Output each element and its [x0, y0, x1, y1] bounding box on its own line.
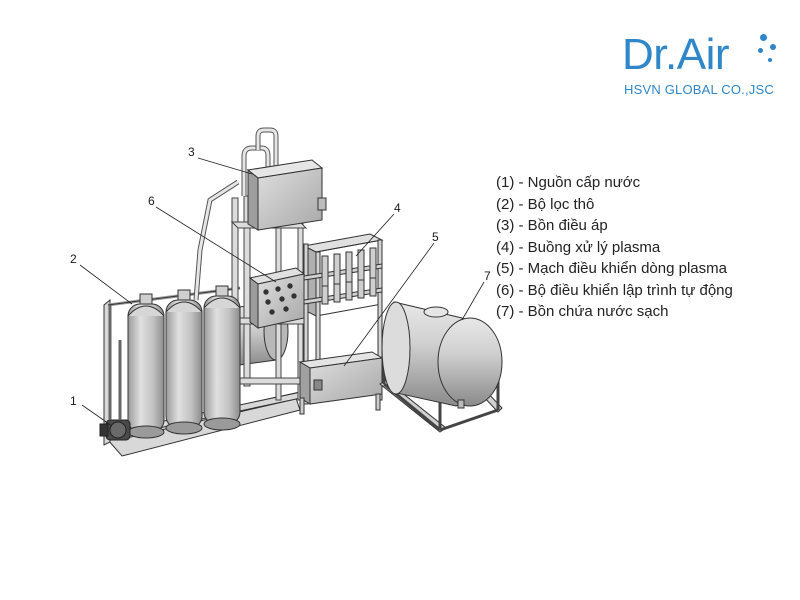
filter-columns [127, 285, 241, 439]
callout-1: 1 [70, 394, 77, 408]
legend-item: (3) - Bồn điều áp [496, 217, 608, 234]
circuit-box [298, 351, 384, 415]
brand-logo: Dr.Air HSVN GLOBAL CO.,JSC [622, 30, 782, 110]
feed-piping [108, 305, 122, 420]
callout-5: 5 [432, 230, 439, 244]
logo-dot [760, 34, 767, 41]
component-legend: (1) - Nguồn cấp nước (2) - Bộ lọc thô (3… [496, 172, 733, 323]
brand-title: Dr.Air [622, 30, 730, 79]
legend-item: (7) - Bồn chứa nước sạch [496, 303, 669, 320]
logo-dot [758, 48, 763, 53]
callout-numbers: 1 2 3 4 5 6 7 [70, 145, 491, 408]
callout-4: 4 [394, 201, 401, 215]
filter-column-2 [165, 289, 203, 435]
callout-2: 2 [70, 252, 77, 266]
legend-item: (2) - Bộ lọc thô [496, 195, 595, 213]
callout-6: 6 [148, 194, 155, 208]
legend-item: (6) - Bộ điều khiển lập trình tự động [496, 281, 733, 299]
callout-3: 3 [188, 145, 195, 159]
feed-pump [99, 419, 131, 441]
filter-column-1 [127, 293, 165, 439]
brand-subtitle: HSVN GLOBAL CO.,JSC [624, 82, 774, 97]
logo-dot [770, 44, 776, 50]
legend-item: (1) - Nguồn cấp nước [496, 174, 641, 191]
filter-column-3 [203, 285, 241, 431]
legend-item: (4) - Buồng xử lý plasma [496, 238, 661, 256]
pressure-tank [246, 159, 327, 231]
logo-dot [768, 58, 772, 62]
plasma-chamber [302, 233, 384, 405]
legend-item: (5) - Mạch điều khiển dòng plasma [496, 260, 727, 277]
callout-7: 7 [484, 269, 491, 283]
callout-leaders [79, 157, 485, 427]
clean-water-tank [379, 301, 503, 433]
control-panel [248, 267, 306, 329]
